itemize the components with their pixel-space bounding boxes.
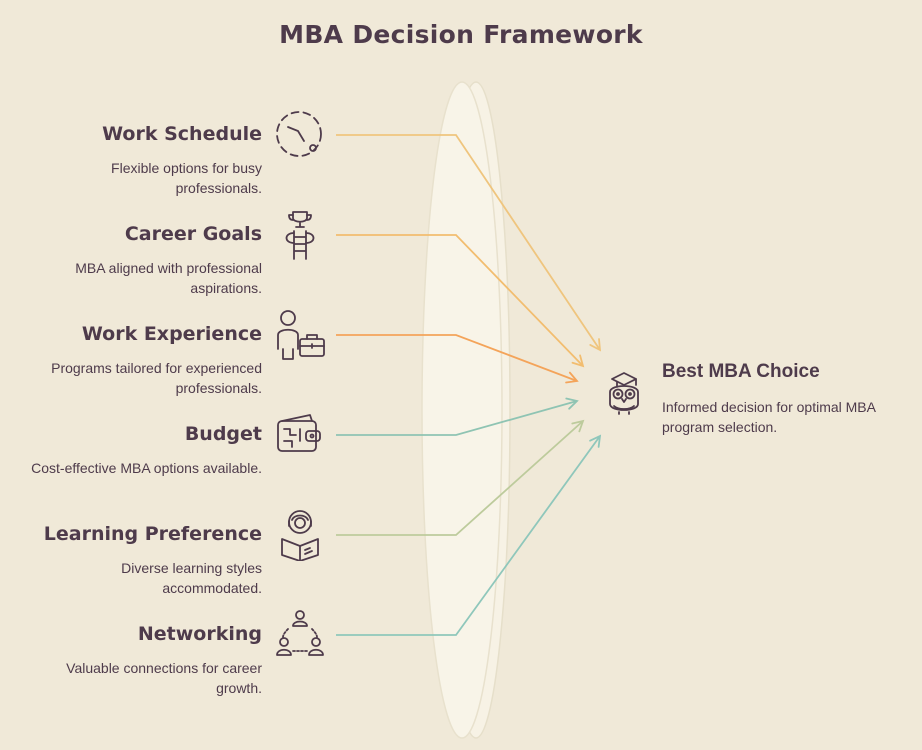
- factor-3-description: Programs tailored for experienced profes…: [51, 360, 262, 396]
- graduate-owl-icon: [598, 366, 650, 418]
- arrow-4-head: [565, 397, 579, 410]
- arrow-2: [336, 234, 584, 367]
- result-title: Best MBA Choice: [662, 361, 820, 382]
- factor-4-description: Cost-effective MBA options available.: [31, 460, 262, 476]
- people-network-icon: [274, 609, 326, 661]
- factor-4-name: Budget: [184, 423, 262, 445]
- factor-5-description: Diverse learning styles accommodated.: [121, 560, 262, 596]
- lens-front: [421, 81, 503, 739]
- arrow-6: [336, 435, 601, 636]
- arrow-5: [336, 420, 584, 536]
- arrow-3-head: [565, 371, 579, 384]
- page-title: MBA Decision Framework: [279, 20, 643, 49]
- arrow-1: [336, 134, 601, 351]
- arrow-5-head: [571, 419, 585, 433]
- factor-3-name: Work Experience: [81, 323, 262, 345]
- arrows: [336, 134, 602, 636]
- factor-6-description: Valuable connections for career growth.: [66, 660, 262, 696]
- arrow-3: [336, 334, 578, 382]
- factor-1-name: Work Schedule: [102, 123, 262, 145]
- arrow-4: [336, 400, 578, 436]
- wallet-icon: [274, 409, 326, 461]
- reader-book-icon: [274, 509, 326, 562]
- factor-1-description: Flexible options for busy professionals.: [111, 160, 262, 196]
- arrow-1-head: [589, 338, 602, 352]
- arrow-6-head: [589, 434, 602, 448]
- person-briefcase-icon: [274, 309, 326, 361]
- trophy-ladder-icon: [274, 209, 326, 261]
- factor-5-name: Learning Preference: [43, 523, 262, 545]
- factor-6-name: Networking: [137, 623, 262, 645]
- clock-icon: [274, 109, 326, 161]
- factor-2-description: MBA aligned with professional aspiration…: [75, 260, 262, 296]
- factor-2-name: Career Goals: [124, 223, 262, 245]
- arrow-2-head: [571, 354, 585, 368]
- result-description: Informed decision for optimal MBA progra…: [662, 399, 876, 435]
